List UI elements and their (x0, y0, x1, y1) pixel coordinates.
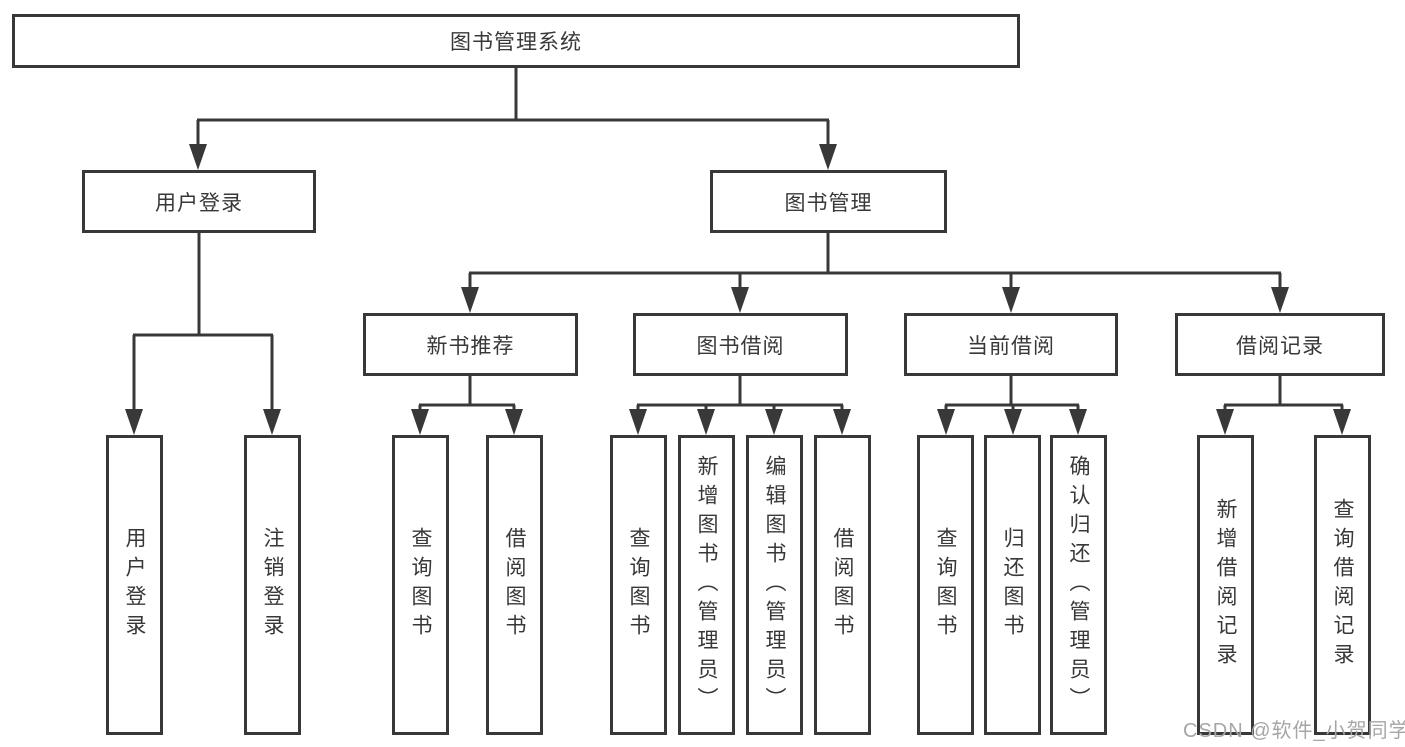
node-new-book-recommend: 新书推荐 (363, 313, 578, 376)
arrowhead (765, 409, 783, 435)
leaf-query-borrow-record: 查询借阅记录 (1314, 435, 1371, 735)
leaf-query-books-current: 查询图书 (917, 435, 974, 735)
node-current-borrowing: 当前借阅 (904, 313, 1118, 376)
arrowhead (263, 409, 281, 435)
arrowhead (1002, 287, 1020, 313)
connector-root-to-branches (196, 68, 830, 146)
leaf-query-books-recommend: 查询图书 (392, 435, 449, 735)
connector-records-to-leaves (1223, 376, 1344, 411)
arrowhead (411, 409, 429, 435)
arrowhead (629, 409, 647, 435)
connector-book-mgmt-to-sections (468, 233, 1282, 289)
node-user-login: 用户登录 (82, 170, 316, 233)
arrowhead (189, 144, 207, 170)
arrowhead (125, 409, 143, 435)
leaf-edit-books-admin: 编辑图书（管理员） (746, 435, 803, 735)
node-book-management: 图书管理 (710, 170, 947, 233)
node-book-borrowing: 图书借阅 (633, 313, 848, 376)
arrowhead (1333, 409, 1351, 435)
leaf-add-borrow-record: 新增借阅记录 (1197, 435, 1254, 735)
node-root-system: 图书管理系统 (12, 14, 1020, 68)
arrowhead (1069, 409, 1087, 435)
arrowhead (1216, 409, 1234, 435)
arrowhead (833, 409, 851, 435)
connector-book-borrow-to-leaves (636, 376, 844, 411)
leaf-borrow-books-borrowing: 借阅图书 (814, 435, 871, 735)
connector-new-book-to-leaves (418, 376, 516, 411)
node-borrowing-records: 借阅记录 (1175, 313, 1385, 376)
arrowhead (937, 409, 955, 435)
leaf-user-login: 用户登录 (106, 435, 163, 735)
leaf-borrow-books-recommend: 借阅图书 (486, 435, 543, 735)
leaf-add-books-admin: 新增图书（管理员） (678, 435, 735, 735)
arrowhead (1004, 409, 1022, 435)
csdn-watermark: CSDN @软件_小贺同学 (1183, 720, 1405, 742)
leaf-return-books: 归还图书 (984, 435, 1041, 735)
connector-current-borrow-to-leaves (944, 376, 1080, 411)
connector-user-login-to-leaves (132, 233, 274, 411)
arrowhead (731, 287, 749, 313)
arrowhead (819, 144, 837, 170)
arrowhead (505, 409, 523, 435)
arrowhead (1271, 287, 1289, 313)
arrowhead (461, 287, 479, 313)
leaf-query-books-borrowing: 查询图书 (610, 435, 667, 735)
leaf-logout-login: 注销登录 (244, 435, 301, 735)
arrowhead (697, 409, 715, 435)
leaf-confirm-return-admin: 确认归还（管理员） (1050, 435, 1107, 735)
